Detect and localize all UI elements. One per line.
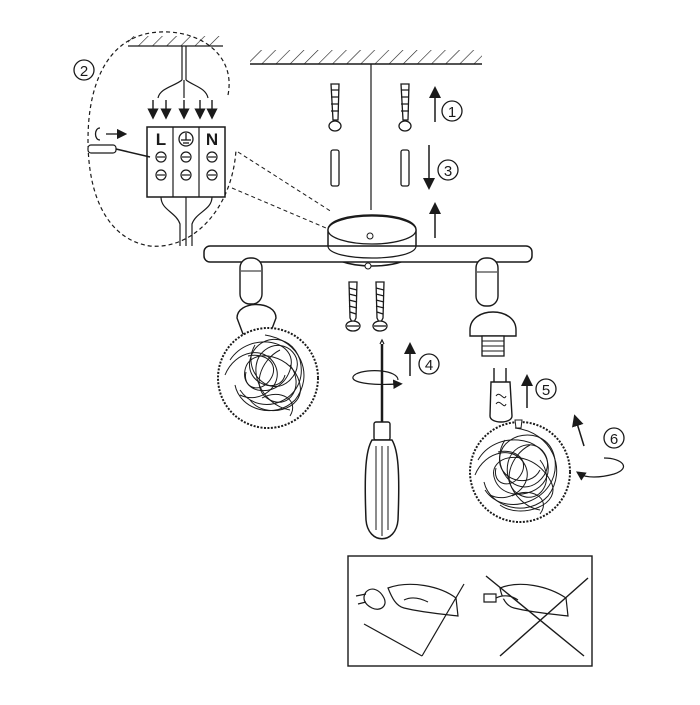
- left-spot-arm: [239, 257, 263, 305]
- step-3-badge: 3: [437, 159, 459, 181]
- step-6-badge: 6: [603, 427, 625, 449]
- screwdriver-icon: [87, 144, 151, 158]
- cross-out-icon: [421, 583, 465, 657]
- wire-ball-shade-icon: [469, 419, 571, 523]
- step-2-badge: 2: [73, 59, 95, 81]
- step-4-label: 4: [425, 357, 433, 374]
- screw-icon: [345, 281, 388, 332]
- ground-symbol-icon: [178, 131, 194, 147]
- rotate-arrow-icon: [576, 457, 625, 481]
- step-5-label: 5: [542, 382, 550, 399]
- ceiling: [250, 50, 482, 65]
- screwdriver-icon: [364, 338, 400, 540]
- step-6-label: 6: [610, 431, 618, 448]
- right-spot-holder: [469, 311, 517, 337]
- step-2-label: 2: [80, 63, 88, 80]
- hand-icon: [355, 583, 459, 617]
- step-5-badge: 5: [535, 378, 557, 400]
- ceiling-hatch-icon: [128, 36, 223, 46]
- terminal-live-label: L: [156, 130, 166, 149]
- bulb-g9-icon: [489, 368, 513, 423]
- terminal-screws: [155, 151, 218, 181]
- right-spot-arm: [475, 257, 499, 307]
- wire-ball-shade-icon: [217, 327, 319, 429]
- step-3-label: 3: [444, 163, 452, 180]
- wiring-detail: L N: [87, 31, 333, 247]
- ceiling-hatch-icon: [250, 50, 482, 64]
- step-4-badge: 4: [418, 353, 440, 375]
- fixture: [203, 214, 533, 429]
- rotate-arrow-icon: [355, 370, 399, 381]
- mounting-bar: [203, 245, 533, 263]
- lamp-socket: [481, 335, 505, 357]
- arrow-up-step6: [572, 414, 585, 447]
- wall-plug-inserted: [330, 149, 410, 187]
- rotate-arrow-icon: [94, 127, 101, 141]
- handling-warning-box: [347, 555, 593, 667]
- step-1-label: 1: [448, 104, 456, 121]
- step-1-badge: 1: [441, 100, 463, 122]
- wall-plug-icon: [328, 83, 412, 132]
- cross-out-icon: [485, 575, 585, 657]
- terminal-neutral-label: N: [206, 130, 218, 149]
